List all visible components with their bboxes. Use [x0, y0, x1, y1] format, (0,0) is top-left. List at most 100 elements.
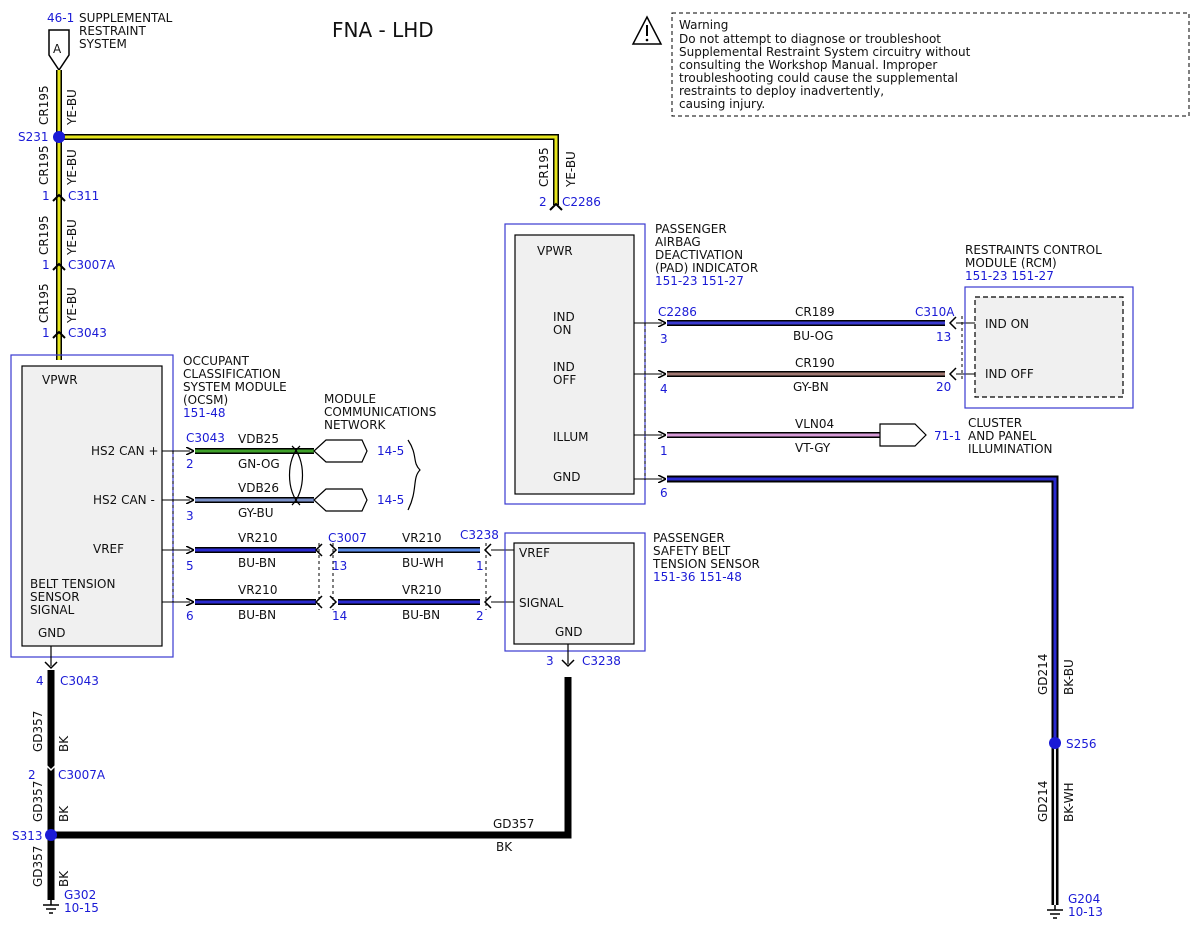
pad-title: DEACTIVATION — [655, 248, 743, 262]
pad-title: AIRBAG — [655, 235, 701, 249]
pad-ref: 151-23 151-27 — [655, 274, 744, 288]
pad-ind-off: IND — [553, 360, 575, 374]
splice-s313: S313 — [12, 829, 43, 843]
pin-number: 13 — [936, 330, 951, 344]
warning-line: consulting the Workshop Manual. Improper — [679, 58, 937, 72]
ocsm-vpwr: VPWR — [42, 373, 78, 387]
psbts-ref: 151-36 151-48 — [653, 570, 742, 584]
cluster-label: AND PANEL — [968, 429, 1036, 443]
psbts-module: VREF SIGNAL GND — [504, 532, 646, 652]
ground-g302: G302 — [64, 888, 96, 902]
wire-color: BK — [57, 870, 71, 887]
pin-number: 1 — [42, 258, 50, 272]
diagram-title: FNA - LHD — [332, 18, 434, 42]
wire-color: BU-BN — [238, 608, 276, 622]
warning-line: Supplemental Restraint System circuitry … — [679, 45, 971, 59]
brace-icon — [407, 439, 421, 511]
pad-ind-off: OFF — [553, 373, 576, 387]
mcn-label: NETWORK — [324, 418, 387, 432]
mcn-ref: 14-5 — [377, 493, 404, 507]
splice-s256: S256 — [1066, 737, 1097, 751]
ocsm-ref: 151-48 — [183, 406, 226, 420]
warning-box: Warning Do not attempt to diagnose or tr… — [631, 12, 1190, 117]
rcm-title: MODULE (RCM) — [965, 256, 1057, 270]
pin-number: 1 — [476, 559, 484, 573]
pin-number: 4 — [660, 382, 668, 396]
ground-g302-icon — [43, 900, 59, 914]
ocsm-bts: BELT TENSION — [30, 577, 115, 591]
splice-s256-dot — [1049, 737, 1061, 749]
pad-ind-on: IND — [553, 310, 575, 324]
connector-c3007a: C3007A — [68, 258, 116, 272]
pin-number: 3 — [660, 332, 668, 346]
connector-c3007: C3007 — [328, 531, 367, 545]
connector-c3043: C3043 — [60, 674, 99, 688]
wire-label: GD357 — [31, 781, 45, 822]
connector-c2286: C2286 — [658, 305, 697, 319]
wire-label: CR195 — [37, 283, 51, 323]
splice-s313-dot — [45, 829, 57, 841]
wire-color: GY-BU — [238, 506, 274, 520]
ground-g204: G204 — [1068, 892, 1100, 906]
pin-number: 3 — [186, 509, 194, 523]
srs-label: RESTRAINT — [79, 24, 146, 38]
pin-number: 14 — [332, 609, 347, 623]
warning-line: restraints to deploy inadvertently, — [679, 84, 884, 98]
mcn-ref: 14-5 — [377, 444, 404, 458]
pin-number: 5 — [186, 559, 194, 573]
pad-illum: ILLUM — [553, 430, 588, 444]
srs-letter: A — [53, 42, 62, 56]
wire-label: VR210 — [402, 531, 441, 545]
psbts-title: TENSION SENSOR — [652, 557, 760, 571]
srs-label: SUPPLEMENTAL — [79, 11, 173, 25]
splice-s231: S231 — [18, 130, 49, 144]
rcm-ind-off: IND OFF — [985, 367, 1034, 381]
ground-g302-ref: 10-15 — [64, 901, 99, 915]
connector-c310a: C310A — [915, 305, 955, 319]
wire-color: GN-OG — [238, 457, 280, 471]
connector-c3007a: C3007A — [58, 768, 106, 782]
rcm-ind-on: IND ON — [985, 317, 1029, 331]
pin-number: 2 — [539, 195, 547, 209]
pin-number: 13 — [332, 559, 347, 573]
wire-color: YE-BU — [65, 149, 79, 186]
connector-c3043: C3043 — [186, 431, 225, 445]
pin-number: 1 — [42, 326, 50, 340]
pad-vpwr: VPWR — [537, 244, 573, 258]
wire-color: BU-OG — [793, 329, 833, 343]
wire-label: GD357 — [31, 711, 45, 752]
wire-gd214 — [667, 475, 1059, 905]
wire-label: CR195 — [37, 85, 51, 125]
pin-number: 2 — [28, 768, 36, 782]
wire-label: GD357 — [31, 846, 45, 887]
wire-label: CR195 — [537, 147, 551, 187]
ocsm-title: OCCUPANT — [183, 354, 250, 368]
wire-color: YE-BU — [65, 287, 79, 324]
rcm-ref: 151-23 151-27 — [965, 269, 1054, 283]
wire-label: VLN04 — [795, 417, 834, 431]
ocsm-gnd: GND — [38, 626, 66, 640]
wire-color: YE-BU — [65, 89, 79, 126]
wire-color: BK — [57, 805, 71, 822]
wire-label: GD214 — [1036, 781, 1050, 822]
wire-color: BU-BN — [238, 556, 276, 570]
ocsm-vref: VREF — [93, 542, 124, 556]
wire-cr195-to-pad — [59, 134, 559, 205]
warning-line: troubleshooting could cause the suppleme… — [679, 71, 958, 85]
pin-number: 20 — [936, 380, 951, 394]
wire-color: BU-WH — [402, 556, 444, 570]
mcn-label: MODULE — [324, 392, 376, 406]
ocsm-title: (OCSM) — [183, 393, 228, 407]
psbts-title: SAFETY BELT — [653, 544, 731, 558]
srs-connector: 46-1 SUPPLEMENTAL RESTRAINT SYSTEM A — [47, 11, 173, 72]
srs-ref: 46-1 — [47, 11, 74, 25]
ocsm-module: VPWR HS2 CAN + HS2 CAN - VREF BELT TENSI… — [10, 354, 174, 658]
ocsm-bts: SENSOR — [30, 590, 80, 604]
wire-color: YE-BU — [564, 151, 578, 188]
pin-number: 1 — [660, 444, 668, 458]
connector-c311: C311 — [68, 189, 99, 203]
wire-label: VR210 — [238, 583, 277, 597]
network-connector — [313, 488, 368, 512]
wire-color: BK — [57, 735, 71, 752]
cluster-label: CLUSTER — [968, 416, 1022, 430]
